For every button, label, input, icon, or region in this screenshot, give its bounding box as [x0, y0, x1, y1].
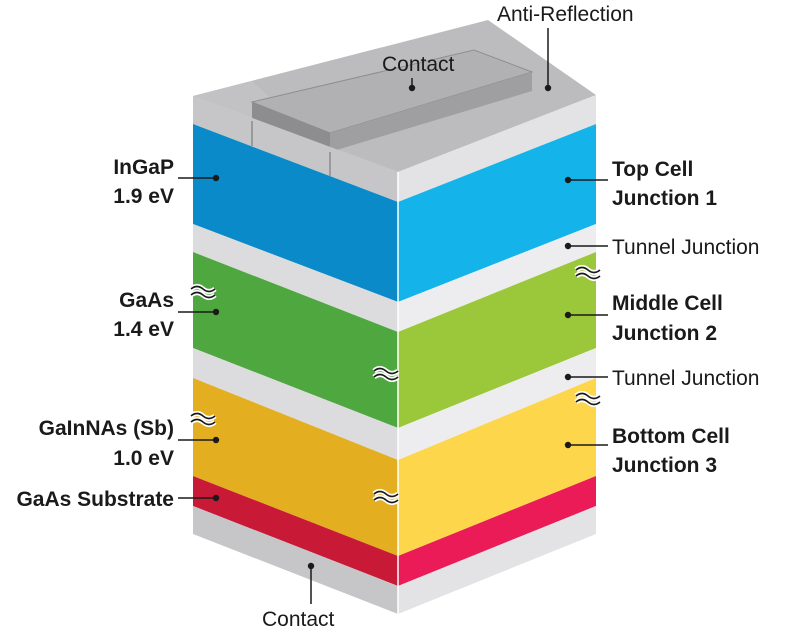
tunnel-junction-2-side	[398, 348, 596, 460]
label-middle-cell-line2: Junction 2	[612, 322, 717, 345]
label-contact-bottom: Contact	[262, 608, 335, 631]
tunnel-junction-2-front	[193, 348, 398, 460]
contact-finger-side	[330, 72, 532, 152]
top-surface	[193, 20, 596, 172]
bottom-cell-side	[398, 378, 596, 556]
break-mark	[189, 411, 217, 427]
label-middle-material: GaAs	[119, 289, 174, 312]
label-bottom-cell-line1: Bottom Cell	[612, 425, 730, 448]
break-mark	[574, 391, 602, 407]
label-contact-top: Contact	[382, 53, 455, 76]
bottom-contact-front	[193, 506, 398, 614]
bottom-contact-side	[398, 506, 596, 614]
label-top-energy: 1.9 eV	[113, 185, 174, 208]
middle-cell-front	[193, 252, 398, 428]
label-bottom-cell-line2: Junction 3	[612, 454, 717, 477]
break-mark	[574, 265, 602, 281]
break-mark	[372, 366, 400, 382]
break-marks	[189, 265, 602, 505]
label-anti-reflection: Anti-Reflection	[497, 3, 634, 26]
label-bottom-material: GaInNAs (Sb)	[39, 417, 174, 440]
top-contact-layer-front	[193, 96, 398, 202]
label-middle-energy: 1.4 eV	[113, 318, 174, 341]
label-bottom-energy: 1.0 eV	[113, 447, 174, 470]
top-cell-front	[193, 124, 398, 302]
top-cell-side	[398, 124, 596, 302]
label-top-cell-line1: Top Cell	[612, 158, 693, 181]
label-substrate: GaAs Substrate	[16, 488, 174, 511]
label-tunnel-junction-2: Tunnel Junction	[612, 367, 759, 390]
layer-stack	[193, 95, 596, 614]
label-middle-cell-line1: Middle Cell	[612, 292, 723, 315]
top-contact-layer-side	[398, 95, 596, 202]
label-top-cell-line2: Junction 1	[612, 187, 717, 210]
break-mark	[189, 284, 217, 300]
labels: Anti-Reflection Contact InGaP 1.9 eV Top…	[16, 3, 759, 631]
substrate-side	[398, 476, 596, 586]
bottom-cell-front	[193, 378, 398, 556]
middle-cell-side	[398, 252, 596, 428]
label-top-material: InGaP	[113, 156, 174, 179]
tunnel-junction-1-side	[398, 224, 596, 332]
label-tunnel-junction-1: Tunnel Junction	[612, 236, 759, 259]
tunnel-junction-1-front	[193, 224, 398, 332]
contact-finger-front	[252, 102, 330, 152]
substrate-front	[193, 476, 398, 586]
leaders	[178, 28, 608, 604]
break-mark	[372, 489, 400, 505]
